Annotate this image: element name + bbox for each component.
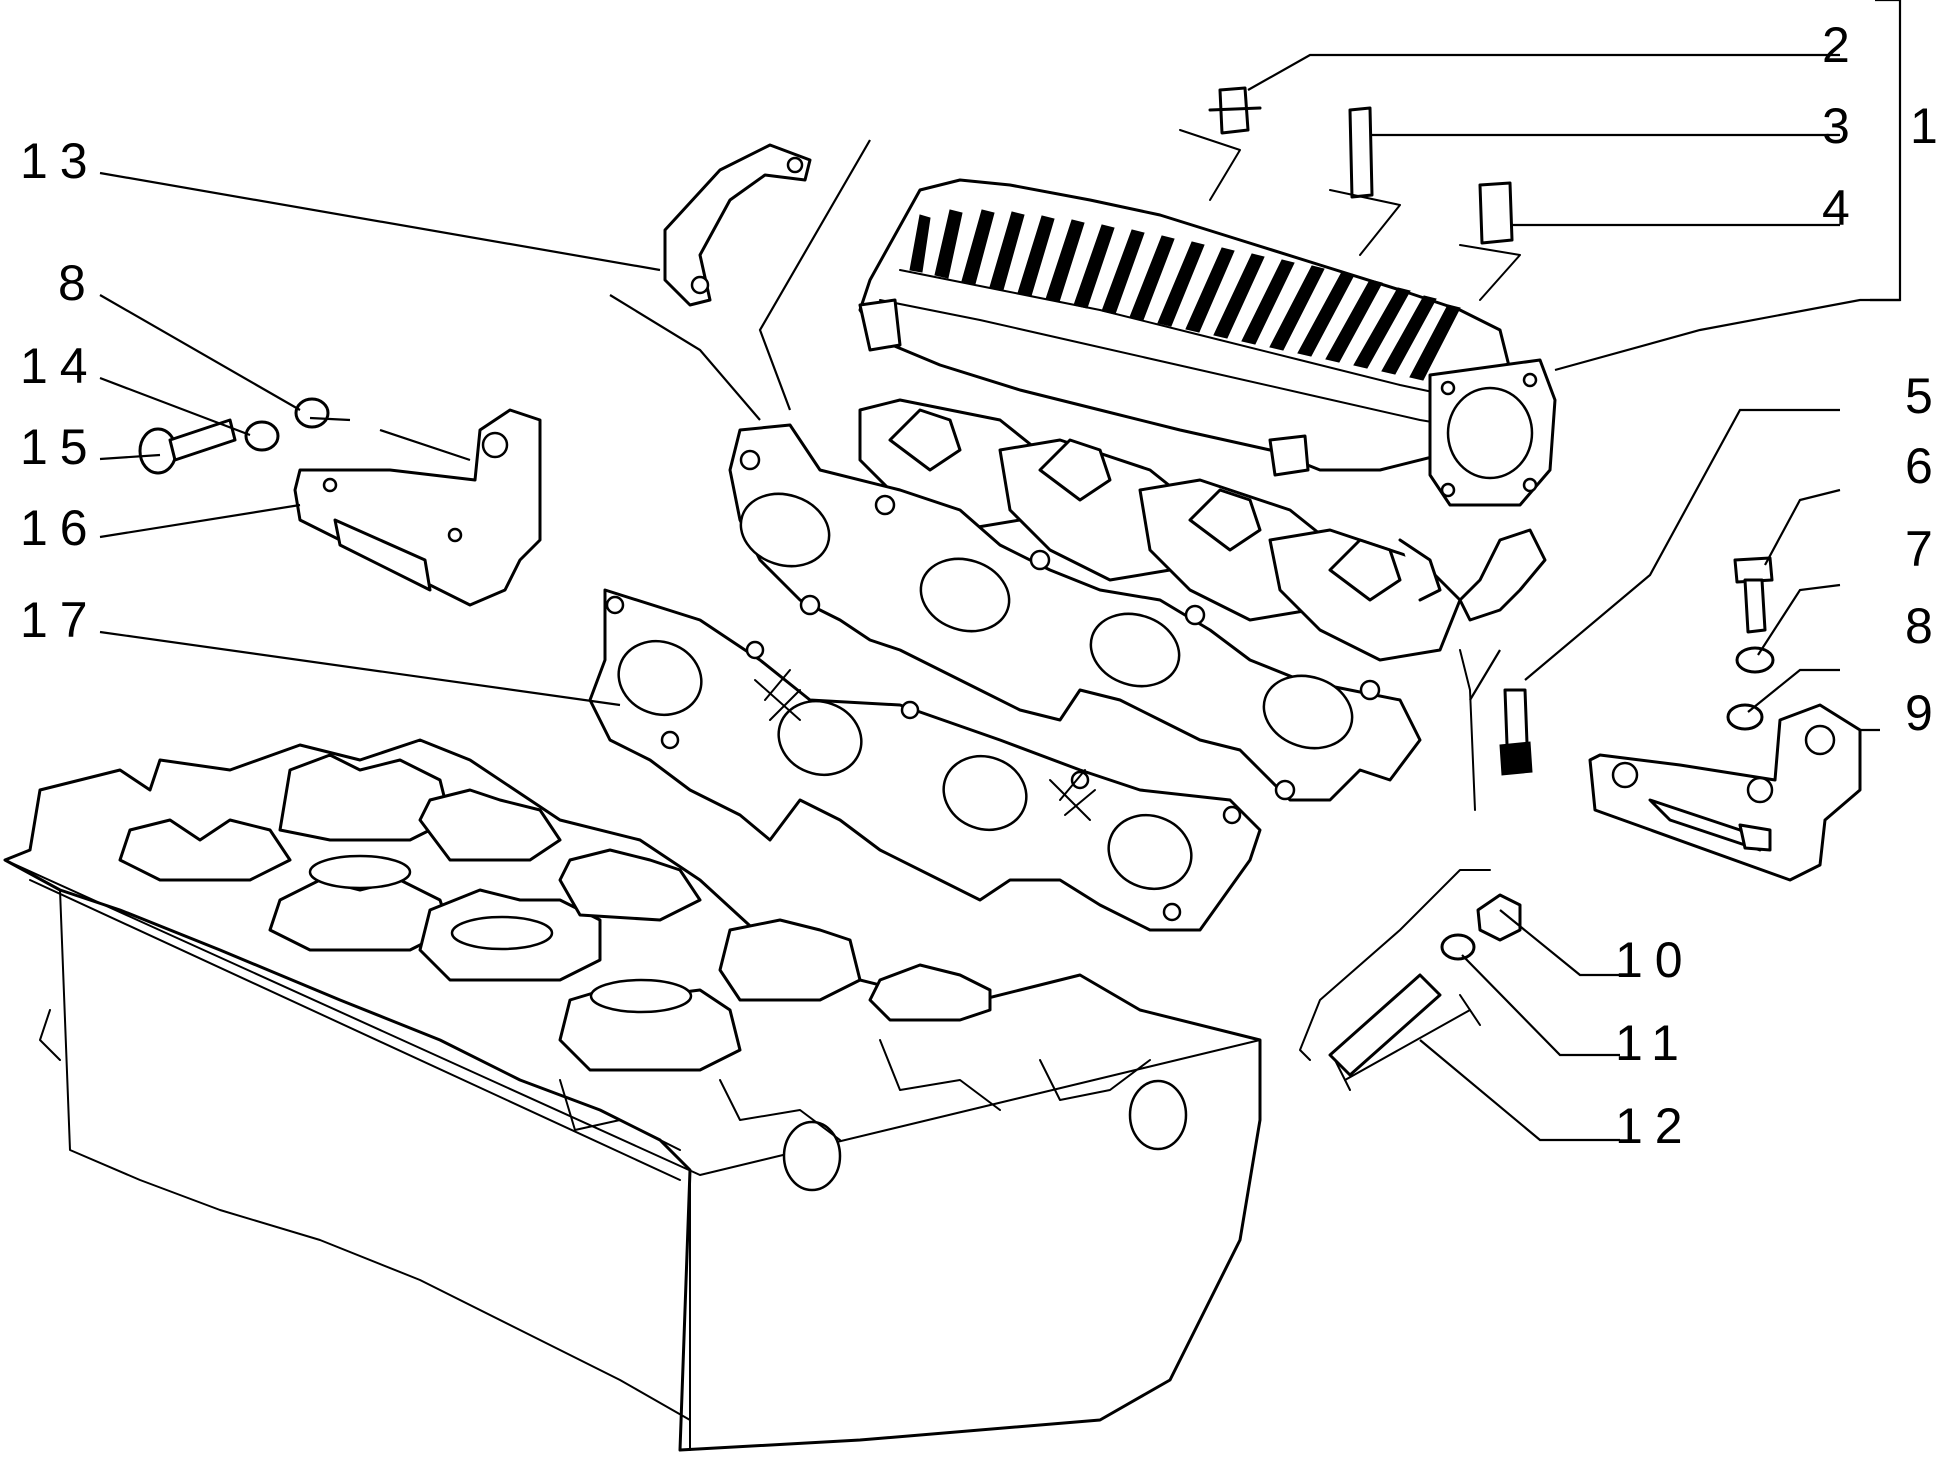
callout-15: 15 xyxy=(20,419,100,475)
callout-8-right: 8 xyxy=(1905,598,1937,654)
washer-14 xyxy=(244,420,280,452)
manifold-gasket xyxy=(588,588,1262,932)
manifold-flange xyxy=(728,423,1422,802)
callout-11: 11 xyxy=(1615,1015,1691,1071)
temperature-sensor-5 xyxy=(1459,649,1533,811)
callout-2: 2 xyxy=(1822,17,1862,73)
callout-4: 4 xyxy=(1822,180,1862,236)
callout-8-left: 8 xyxy=(58,255,98,311)
spring-washer-11 xyxy=(1440,933,1476,961)
spring-washer-8-right xyxy=(1726,703,1764,731)
support-bracket-9 xyxy=(1588,703,1862,882)
sleeve-4 xyxy=(1459,181,1521,301)
callout-14: 14 xyxy=(20,338,100,394)
bolt-6 xyxy=(1733,556,1774,634)
screw-15 xyxy=(138,418,237,475)
leader-lines xyxy=(99,0,1902,1142)
callout-16: 16 xyxy=(20,500,100,556)
plenum-fins xyxy=(909,209,1461,381)
pin-3 xyxy=(1329,106,1401,256)
callout-1: 1 xyxy=(1910,98,1937,154)
support-bracket-13 xyxy=(663,143,812,307)
stud-12 xyxy=(1299,869,1491,1091)
callout-10: 10 xyxy=(1615,932,1695,988)
callout-6: 6 xyxy=(1905,438,1937,494)
cylinder-head xyxy=(3,738,1262,1452)
callout-3: 3 xyxy=(1822,98,1862,154)
washer-7 xyxy=(1735,646,1775,674)
callout-17: 17 xyxy=(20,592,100,648)
callout-7: 7 xyxy=(1905,521,1937,577)
gasket-outline xyxy=(588,588,1262,932)
spring-washer-8-left xyxy=(294,397,330,429)
callout-13: 13 xyxy=(20,133,100,189)
support-bracket-16 xyxy=(293,408,542,607)
callout-labels: 1 2 3 4 5 6 7 8 9 10 11 12 13 8 14 15 16… xyxy=(20,17,1937,1154)
callout-9: 9 xyxy=(1905,685,1937,741)
fitting-2 xyxy=(1179,86,1262,201)
callout-12: 12 xyxy=(1615,1098,1695,1154)
intake-plenum xyxy=(858,178,1557,507)
nut-10 xyxy=(1476,893,1522,942)
callout-5: 5 xyxy=(1905,368,1937,424)
intake-manifold xyxy=(728,398,1547,802)
